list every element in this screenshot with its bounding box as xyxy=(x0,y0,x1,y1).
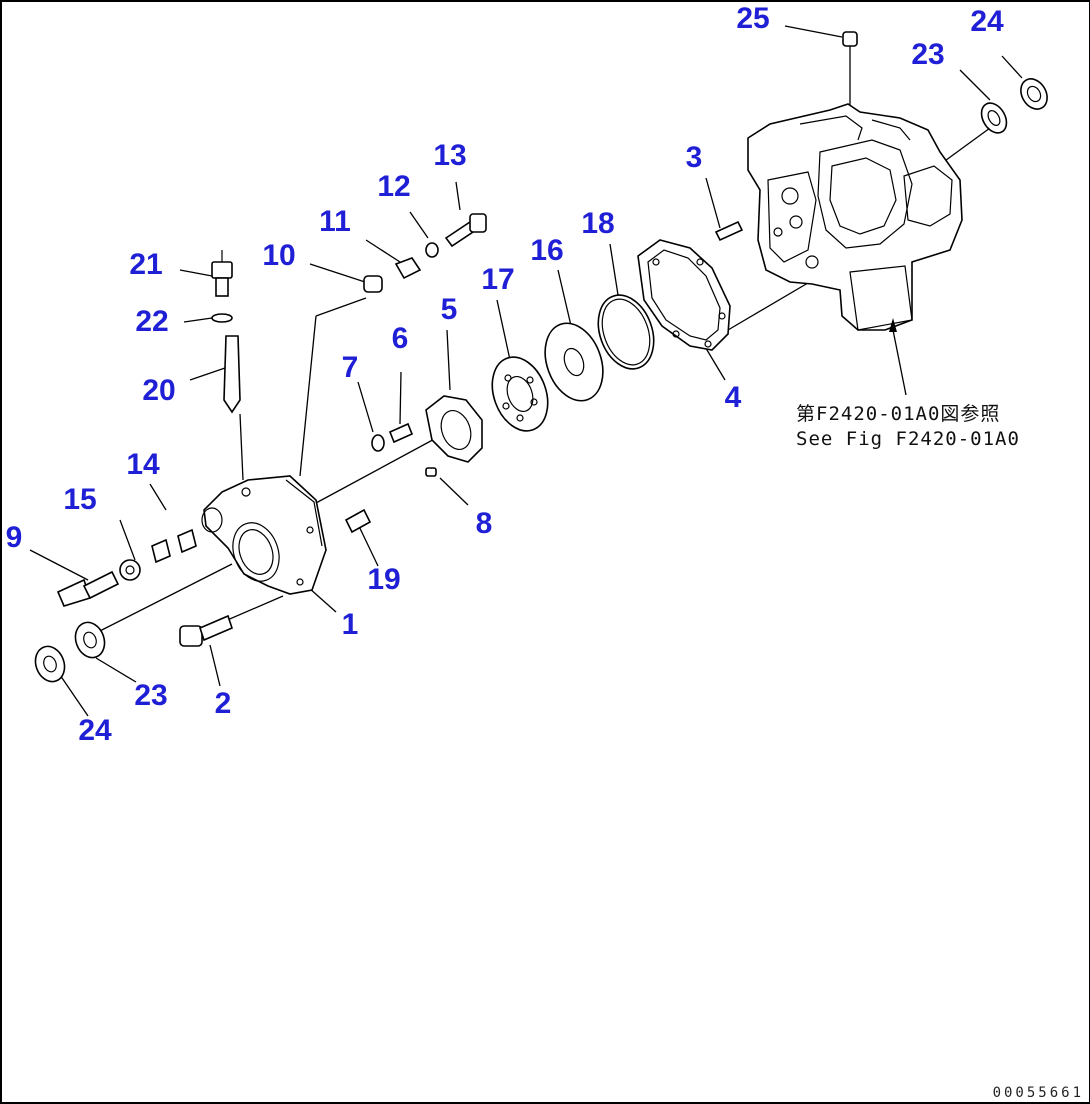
part-9-bolt xyxy=(56,570,120,607)
part-23-seal-left xyxy=(74,621,106,659)
callout-10: 10 xyxy=(262,239,296,272)
part-23-seal-right xyxy=(980,102,1008,134)
part-1-pump-body xyxy=(201,475,327,595)
part-21-switch xyxy=(211,250,233,297)
part-24-nut-right xyxy=(1020,78,1048,110)
callout-11: 11 xyxy=(319,205,351,238)
transmission-housing xyxy=(747,103,963,331)
part-20-shaft xyxy=(223,335,241,414)
callout-12: 12 xyxy=(377,170,411,203)
part-22-o-ring xyxy=(211,313,233,323)
callout-3: 3 xyxy=(685,141,703,174)
reference-note-japanese: 第F2420-01A0図参照 xyxy=(796,403,1001,425)
part-24-nut-left xyxy=(34,645,66,683)
part-15-nut xyxy=(119,559,141,581)
part-3-dowel-pin xyxy=(714,220,744,242)
callout-23-right: 23 xyxy=(911,38,945,71)
callout-19: 19 xyxy=(367,563,401,596)
part-8-pin xyxy=(425,467,437,477)
part-2-bolt xyxy=(179,614,233,647)
callout-18: 18 xyxy=(581,207,615,240)
part-11-clamp xyxy=(394,257,422,280)
part-18-o-ring xyxy=(597,294,655,370)
callout-1: 1 xyxy=(341,608,359,641)
callout-22: 22 xyxy=(135,305,169,338)
part-17-friction-disc xyxy=(491,356,549,432)
part-10-nut xyxy=(363,275,383,293)
callout-15: 15 xyxy=(63,483,97,516)
callout-21: 21 xyxy=(129,248,163,281)
callout-17: 17 xyxy=(481,263,515,296)
callout-14: 14 xyxy=(126,448,160,481)
part-13-bolt xyxy=(444,213,487,248)
part-25-plug xyxy=(842,31,858,47)
callout-24-left: 24 xyxy=(78,714,112,747)
callout-8: 8 xyxy=(475,507,493,540)
part-14-plugs xyxy=(151,528,197,564)
part-19-sleeve xyxy=(344,508,372,534)
part-7-ring xyxy=(371,434,385,452)
callout-23-left: 23 xyxy=(134,679,168,712)
reference-note-english: See Fig F2420-01A0 xyxy=(796,428,1020,450)
callout-13: 13 xyxy=(433,139,467,172)
callout-7: 7 xyxy=(341,351,359,384)
part-12-washer xyxy=(425,242,439,258)
callout-16: 16 xyxy=(530,234,564,267)
reference-note: 第F2420-01A0図参照 See Fig F2420-01A0 xyxy=(796,402,1020,452)
callout-25: 25 xyxy=(736,2,770,35)
callout-5: 5 xyxy=(440,293,458,326)
part-16-plate xyxy=(544,322,604,402)
part-6-pin xyxy=(388,422,414,444)
callout-2: 2 xyxy=(214,687,232,720)
callout-20: 20 xyxy=(142,374,176,407)
part-5-cover-plate xyxy=(425,395,483,463)
callout-6: 6 xyxy=(391,322,409,355)
figure-number: 00055661 xyxy=(992,1085,1084,1101)
leader-lines xyxy=(29,25,1023,717)
reference-arrow xyxy=(889,318,897,332)
callout-24-right: 24 xyxy=(970,5,1004,38)
callout-4: 4 xyxy=(724,381,742,414)
callout-9: 9 xyxy=(5,521,23,554)
part-4-gasket xyxy=(637,239,731,351)
